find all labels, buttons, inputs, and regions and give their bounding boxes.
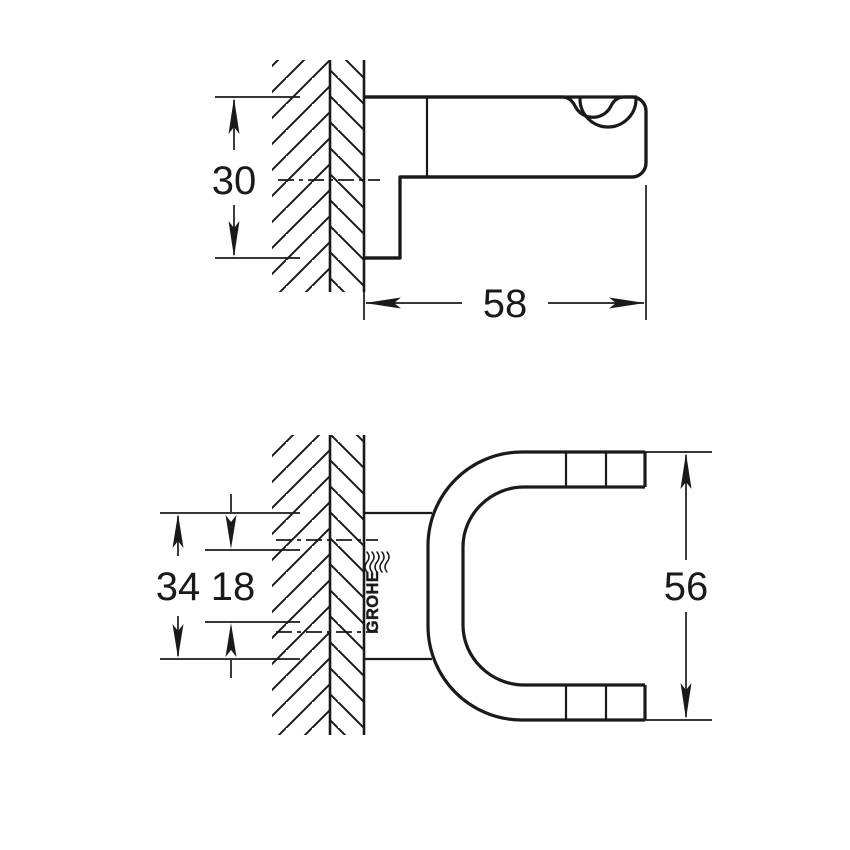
side-elevation-view: 30 58 — [212, 60, 648, 326]
dim-label-34: 34 — [156, 565, 201, 609]
bracket-side-profile-body — [364, 95, 648, 260]
grohe-logo: GROHE — [364, 551, 390, 634]
top-plan-view: GROHE 34 — [156, 435, 712, 735]
dim-label-18: 18 — [211, 565, 256, 609]
arrow-34-up — [172, 514, 184, 548]
clamp-outer-contour — [426, 450, 645, 722]
wall-hatch-right-side-view — [330, 60, 364, 292]
wall-hatch-left-top-view — [272, 435, 330, 735]
arrow-58-left — [365, 297, 401, 309]
arrow-30-up — [228, 98, 240, 134]
arrow-56-up — [680, 453, 692, 489]
wall-hatch-right-top-view — [330, 435, 364, 735]
dim-label-30: 30 — [212, 159, 257, 203]
arrow-18-down — [225, 515, 237, 549]
arrow-30-down — [228, 221, 240, 257]
arrow-56-down — [680, 683, 692, 719]
grohe-logo-waves — [364, 551, 390, 573]
clamp-inner-contour — [461, 485, 645, 687]
grohe-logo-wordmark: GROHE — [364, 571, 382, 634]
dim-label-58: 58 — [483, 282, 528, 326]
dim-label-56: 56 — [664, 565, 709, 609]
wall-hatch-left-side-view — [272, 60, 330, 292]
arrow-18-up — [225, 623, 237, 657]
arrow-34-down — [172, 624, 184, 658]
arrow-58-right — [609, 297, 645, 309]
